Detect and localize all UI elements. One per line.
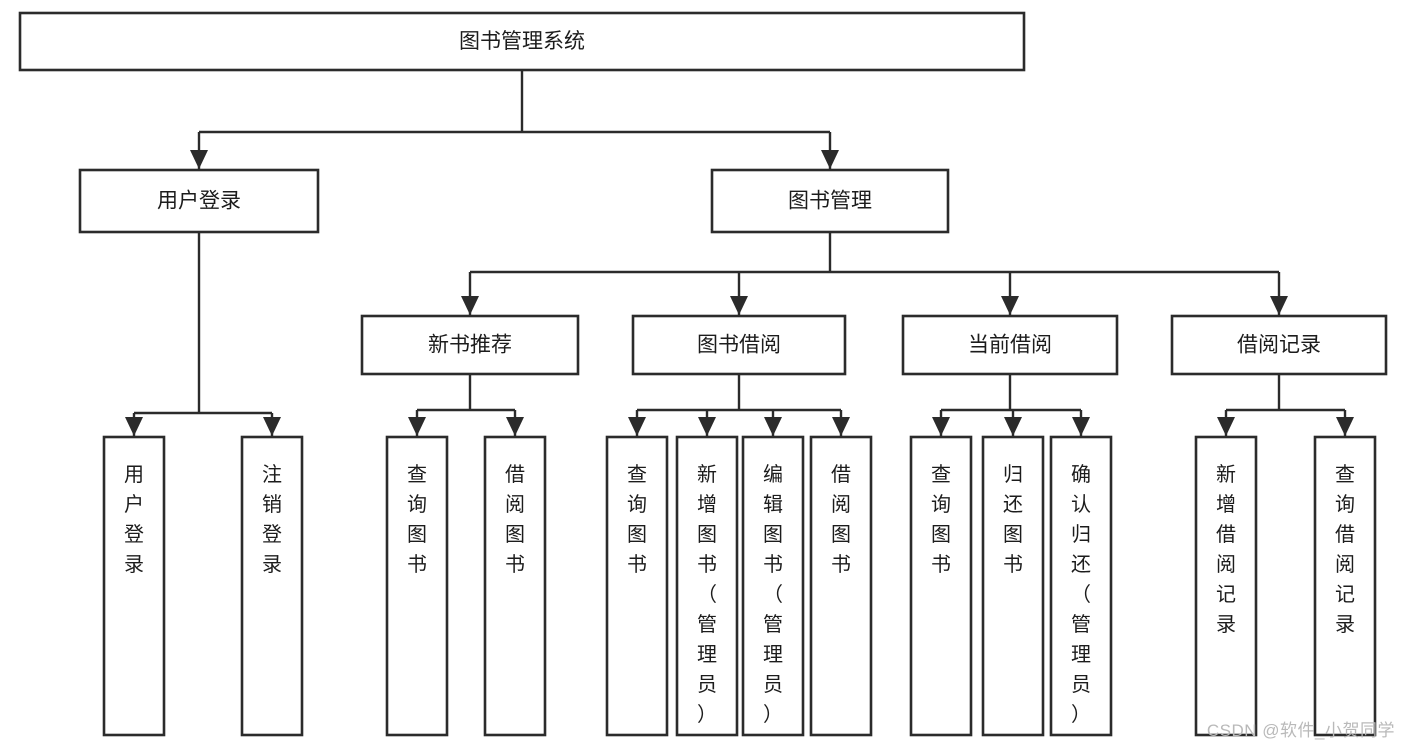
node-new-book-rec[interactable]: 新书推荐 bbox=[360, 314, 580, 376]
node-label: 用户登录 bbox=[124, 464, 144, 576]
arrow-head bbox=[1270, 296, 1288, 315]
node-box bbox=[1313, 435, 1377, 737]
node-label: 新书推荐 bbox=[428, 334, 512, 357]
arrow-head bbox=[125, 417, 143, 436]
node-current-borrow[interactable]: 当前借阅 bbox=[901, 314, 1119, 376]
node-box bbox=[741, 435, 805, 737]
node-leaf-borrow-book-rec[interactable]: 借阅图书 bbox=[483, 435, 547, 737]
node-box bbox=[1049, 435, 1113, 737]
arrow-head bbox=[821, 150, 839, 169]
node-box bbox=[1194, 435, 1258, 737]
node-box bbox=[385, 435, 449, 737]
node-label: 图书管理 bbox=[788, 190, 872, 213]
node-leaf-add-record[interactable]: 新增借阅记录 bbox=[1194, 435, 1258, 737]
node-label: 新增借阅记录 bbox=[1216, 463, 1236, 636]
node-box bbox=[809, 435, 873, 737]
node-label: 新增图书（管理员） bbox=[697, 463, 717, 726]
node-book-manage[interactable]: 图书管理 bbox=[710, 168, 950, 234]
node-box bbox=[483, 435, 547, 737]
node-box bbox=[981, 435, 1045, 737]
node-box bbox=[909, 435, 973, 737]
node-leaf-query-book-current[interactable]: 查询图书 bbox=[909, 435, 973, 737]
arrow-head bbox=[263, 417, 281, 436]
arrow-head bbox=[628, 417, 646, 436]
node-leaf-user-login[interactable]: 用户登录 bbox=[102, 435, 166, 737]
node-label: 用户登录 bbox=[157, 190, 241, 213]
node-box bbox=[360, 314, 580, 376]
node-leaf-borrow-book[interactable]: 借阅图书 bbox=[809, 435, 873, 737]
arrow-head bbox=[932, 417, 950, 436]
arrow-head bbox=[1072, 417, 1090, 436]
arrow-head bbox=[408, 417, 426, 436]
node-user-login[interactable]: 用户登录 bbox=[78, 168, 320, 234]
node-borrow-record[interactable]: 借阅记录 bbox=[1170, 314, 1388, 376]
node-label: 查询图书 bbox=[627, 463, 647, 576]
arrow-head bbox=[506, 417, 524, 436]
node-leaf-query-record[interactable]: 查询借阅记录 bbox=[1313, 435, 1377, 737]
node-root[interactable]: 图书管理系统 bbox=[18, 11, 1026, 72]
node-box bbox=[631, 314, 847, 376]
node-leaf-add-book[interactable]: 新增图书（管理员） bbox=[675, 435, 739, 737]
arrow-head bbox=[1004, 417, 1022, 436]
node-label: 查询图书 bbox=[931, 463, 951, 576]
node-label: 借阅图书 bbox=[505, 463, 525, 576]
node-label: 查询借阅记录 bbox=[1335, 463, 1355, 636]
node-box bbox=[605, 435, 669, 737]
node-label: 查询图书 bbox=[407, 463, 427, 576]
arrow-head bbox=[1217, 417, 1235, 436]
node-book-borrow[interactable]: 图书借阅 bbox=[631, 314, 847, 376]
node-leaf-logout[interactable]: 注销登录 bbox=[240, 435, 304, 737]
node-leaf-query-book-borrow[interactable]: 查询图书 bbox=[605, 435, 669, 737]
arrow-head bbox=[1336, 417, 1354, 436]
node-box bbox=[102, 435, 166, 737]
arrow-head bbox=[1001, 296, 1019, 315]
edges-layer bbox=[125, 70, 1354, 436]
arrow-head bbox=[730, 296, 748, 315]
node-box bbox=[240, 435, 304, 737]
node-label: 借阅图书 bbox=[831, 463, 851, 576]
node-box bbox=[78, 168, 320, 234]
arrow-head bbox=[832, 417, 850, 436]
arrow-head bbox=[698, 417, 716, 436]
node-label: 确认归还（管理员） bbox=[1071, 463, 1091, 726]
node-label: 注销登录 bbox=[262, 463, 282, 576]
node-box bbox=[1170, 314, 1388, 376]
node-leaf-confirm-return[interactable]: 确认归还（管理员） bbox=[1049, 435, 1113, 737]
node-leaf-return-book[interactable]: 归还图书 bbox=[981, 435, 1045, 737]
node-label: 编辑图书（管理员） bbox=[763, 463, 783, 726]
node-leaf-query-book-rec[interactable]: 查询图书 bbox=[385, 435, 449, 737]
node-box bbox=[710, 168, 950, 234]
node-box bbox=[675, 435, 739, 737]
node-label: 归还图书 bbox=[1003, 463, 1023, 576]
arrow-head bbox=[764, 417, 782, 436]
node-label: 图书借阅 bbox=[697, 334, 781, 357]
node-label: 当前借阅 bbox=[968, 334, 1052, 357]
watermark-text: CSDN @软件_小贺同学 bbox=[1206, 721, 1395, 740]
node-label: 图书管理系统 bbox=[459, 30, 585, 53]
arrow-head bbox=[190, 150, 208, 169]
node-label: 借阅记录 bbox=[1237, 334, 1321, 357]
node-box bbox=[901, 314, 1119, 376]
nodes-layer: 图书管理系统用户登录图书管理新书推荐图书借阅当前借阅借阅记录用户登录注销登录查询… bbox=[18, 11, 1388, 737]
node-leaf-edit-book[interactable]: 编辑图书（管理员） bbox=[741, 435, 805, 737]
node-box bbox=[18, 11, 1026, 72]
arrow-head bbox=[461, 296, 479, 315]
